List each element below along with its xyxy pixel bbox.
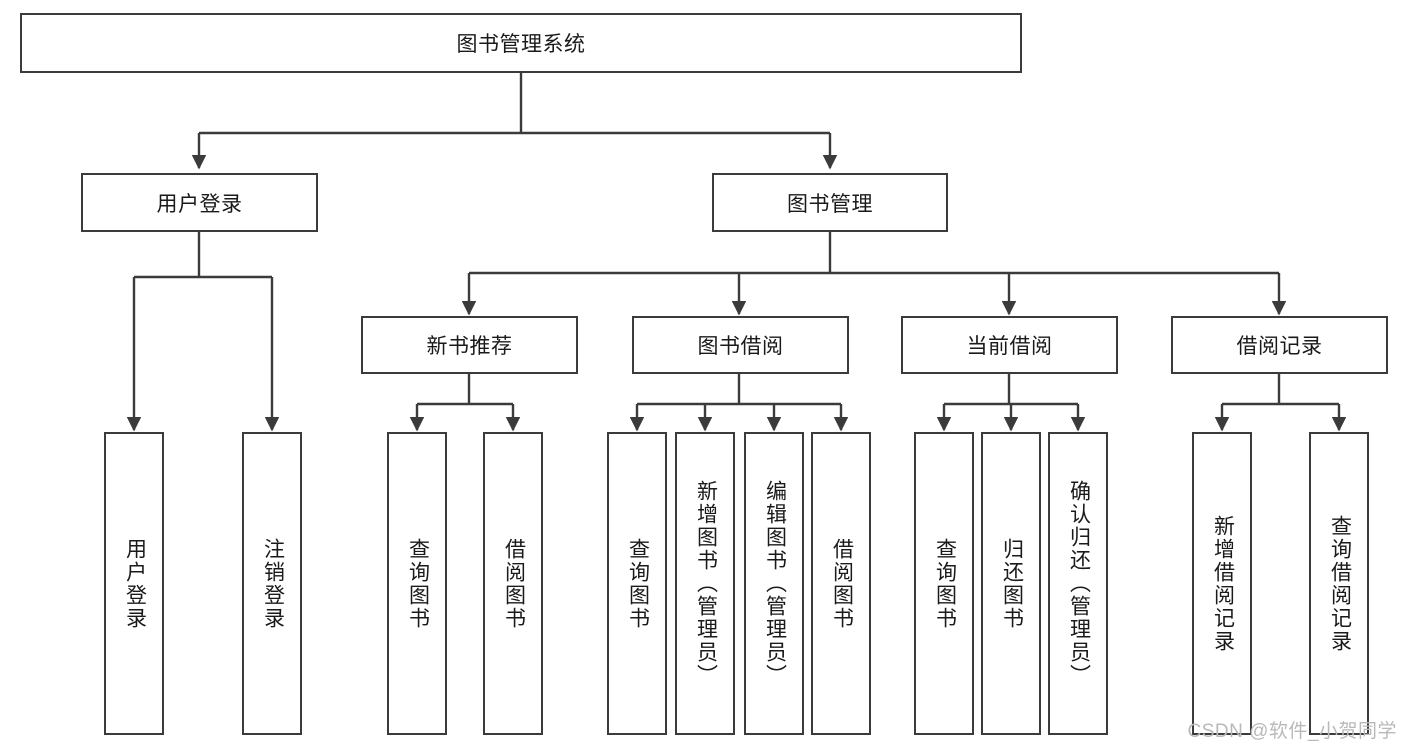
node-leaf-add-record[interactable]: 新增借阅记录	[1192, 432, 1252, 735]
node-label: 借阅记录	[1236, 335, 1323, 358]
node-label: 查询图书	[406, 537, 430, 630]
node-leaf-confirm-return[interactable]: 确认归还（管理员）	[1048, 432, 1108, 735]
node-label: 借阅图书	[830, 537, 854, 630]
node-label: 借阅图书	[502, 537, 526, 630]
node-label: 确认归还（管理员）	[1067, 480, 1091, 687]
node-leaf-query-book-3[interactable]: 查询图书	[914, 432, 974, 735]
node-label: 新书推荐	[426, 335, 513, 358]
node-label: 归还图书	[1000, 537, 1024, 630]
node-new-book-recommend[interactable]: 新书推荐	[361, 316, 578, 374]
node-book-borrow[interactable]: 图书借阅	[632, 316, 849, 374]
node-leaf-query-book-2[interactable]: 查询图书	[607, 432, 667, 735]
node-user-login[interactable]: 用户登录	[81, 173, 318, 232]
node-label: 编辑图书（管理员）	[763, 480, 787, 687]
node-label: 查询图书	[933, 537, 957, 630]
node-label: 用户登录	[156, 192, 243, 216]
node-current-borrow[interactable]: 当前借阅	[901, 316, 1118, 374]
node-label: 图书管理系统	[456, 33, 586, 56]
node-leaf-query-record[interactable]: 查询借阅记录	[1309, 432, 1369, 735]
node-label: 用户登录	[123, 537, 147, 630]
node-label: 查询图书	[626, 537, 650, 630]
node-label: 图书借阅	[697, 335, 784, 358]
node-label: 新增借阅记录	[1211, 514, 1235, 653]
node-leaf-query-book-1[interactable]: 查询图书	[387, 432, 447, 735]
csdn-watermark: CSDN @软件_小贺同学	[1187, 721, 1397, 742]
node-leaf-edit-book[interactable]: 编辑图书（管理员）	[744, 432, 804, 735]
node-leaf-logout-login[interactable]: 注销登录	[242, 432, 302, 735]
node-book-management[interactable]: 图书管理	[712, 173, 948, 232]
node-book-management-system[interactable]: 图书管理系统	[20, 13, 1022, 73]
node-label: 查询借阅记录	[1328, 514, 1352, 653]
node-leaf-user-login[interactable]: 用户登录	[104, 432, 164, 735]
node-leaf-add-book[interactable]: 新增图书（管理员）	[675, 432, 735, 735]
node-label: 当前借阅	[966, 335, 1053, 358]
node-leaf-return-book[interactable]: 归还图书	[981, 432, 1041, 735]
node-label: 图书管理	[787, 192, 873, 216]
node-leaf-borrow-book-1[interactable]: 借阅图书	[483, 432, 543, 735]
node-leaf-borrow-book-2[interactable]: 借阅图书	[811, 432, 871, 735]
node-label: 新增图书（管理员）	[694, 480, 718, 687]
node-label: 注销登录	[261, 537, 285, 630]
node-borrow-record[interactable]: 借阅记录	[1171, 316, 1388, 374]
